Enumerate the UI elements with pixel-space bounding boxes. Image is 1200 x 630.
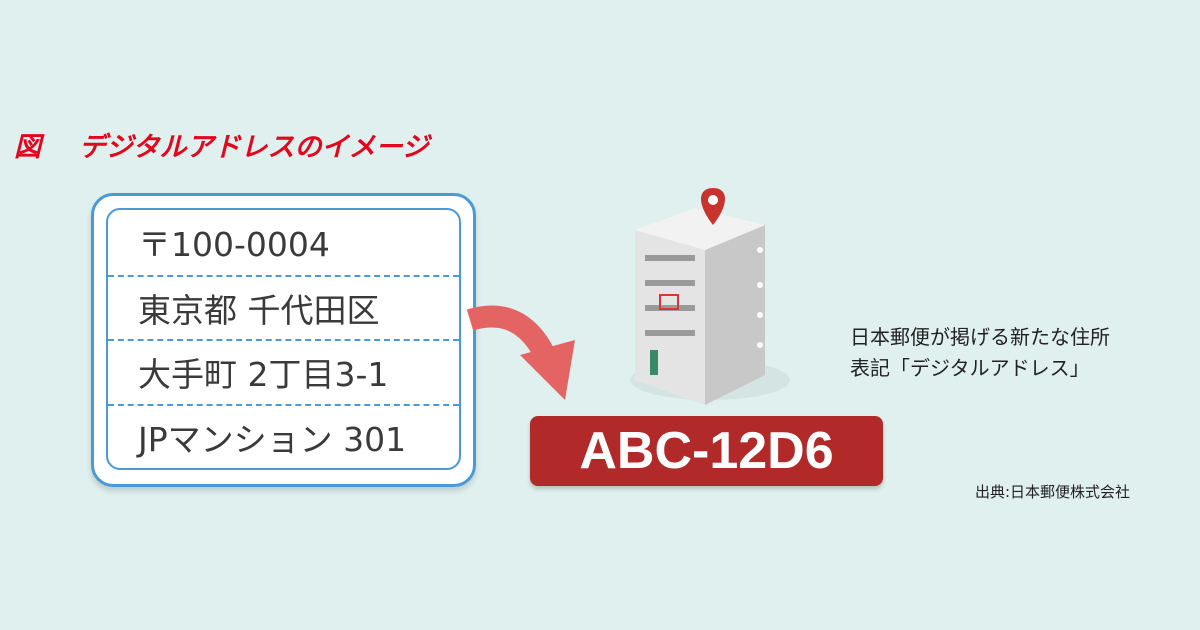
address-building: JPマンション 301 bbox=[108, 403, 459, 469]
building-icon bbox=[630, 188, 790, 405]
address-card: 〒100-0004 東京都 千代田区 大手町 2丁目3-1 JPマンション 30… bbox=[91, 193, 476, 487]
caption-line-1: 日本郵便が掲げる新たな住所 bbox=[850, 325, 1110, 349]
address-prefecture-city: 東京都 千代田区 bbox=[108, 274, 459, 340]
postal-code: 〒100-0004 bbox=[138, 225, 330, 265]
figure-title-text: デジタルアドレスのイメージ bbox=[79, 132, 429, 163]
source-credit: 出典:日本郵便株式会社 bbox=[975, 483, 1131, 501]
figure-title: 図 デジタルアドレスのイメージ bbox=[14, 125, 429, 164]
caption-line-2: 表記「デジタルアドレス」 bbox=[850, 356, 1090, 380]
address-street: 大手町 2丁目3-1 bbox=[108, 339, 459, 404]
digital-address-badge: ABC-12D6 bbox=[530, 416, 883, 486]
caption: 日本郵便が掲げる新たな住所 表記「デジタルアドレス」 bbox=[850, 322, 1110, 384]
figure-label: 図 bbox=[14, 132, 41, 163]
curved-arrow-icon bbox=[466, 305, 575, 400]
